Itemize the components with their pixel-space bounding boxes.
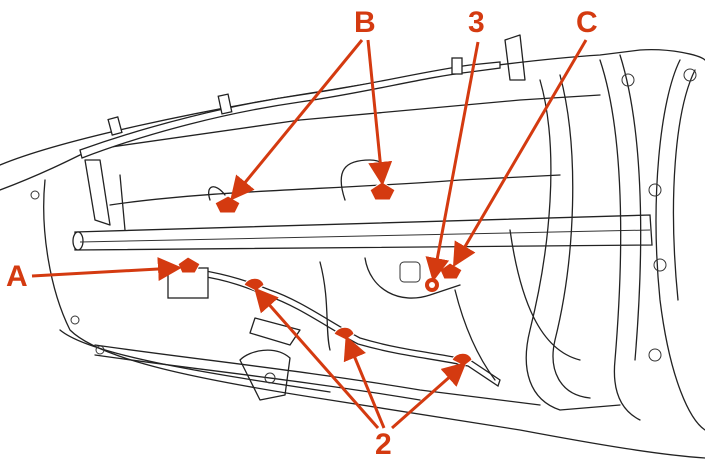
arrow-c [452,39,588,268]
arrow-a [31,257,182,281]
callout-2: 2 [375,428,392,461]
callout-b: B [354,6,376,39]
arrow-3 [425,41,480,282]
arrow-b-right [366,39,393,186]
arrow-2-mid [343,335,386,429]
clip-2-right [451,352,473,367]
clip-c [439,262,463,280]
arrow-b-left [230,39,364,201]
clip-b-left [214,195,241,214]
grommet-3 [425,278,439,292]
impact-beam [74,214,653,251]
clip-a [177,256,201,274]
upper-harness [79,61,501,159]
callout-3: 3 [468,6,485,39]
arrow-2-left [254,287,380,429]
callout-c: C [576,6,598,39]
arrow-2-right [391,362,467,430]
door-frame-right [525,79,621,411]
callout-a: A [6,260,28,293]
